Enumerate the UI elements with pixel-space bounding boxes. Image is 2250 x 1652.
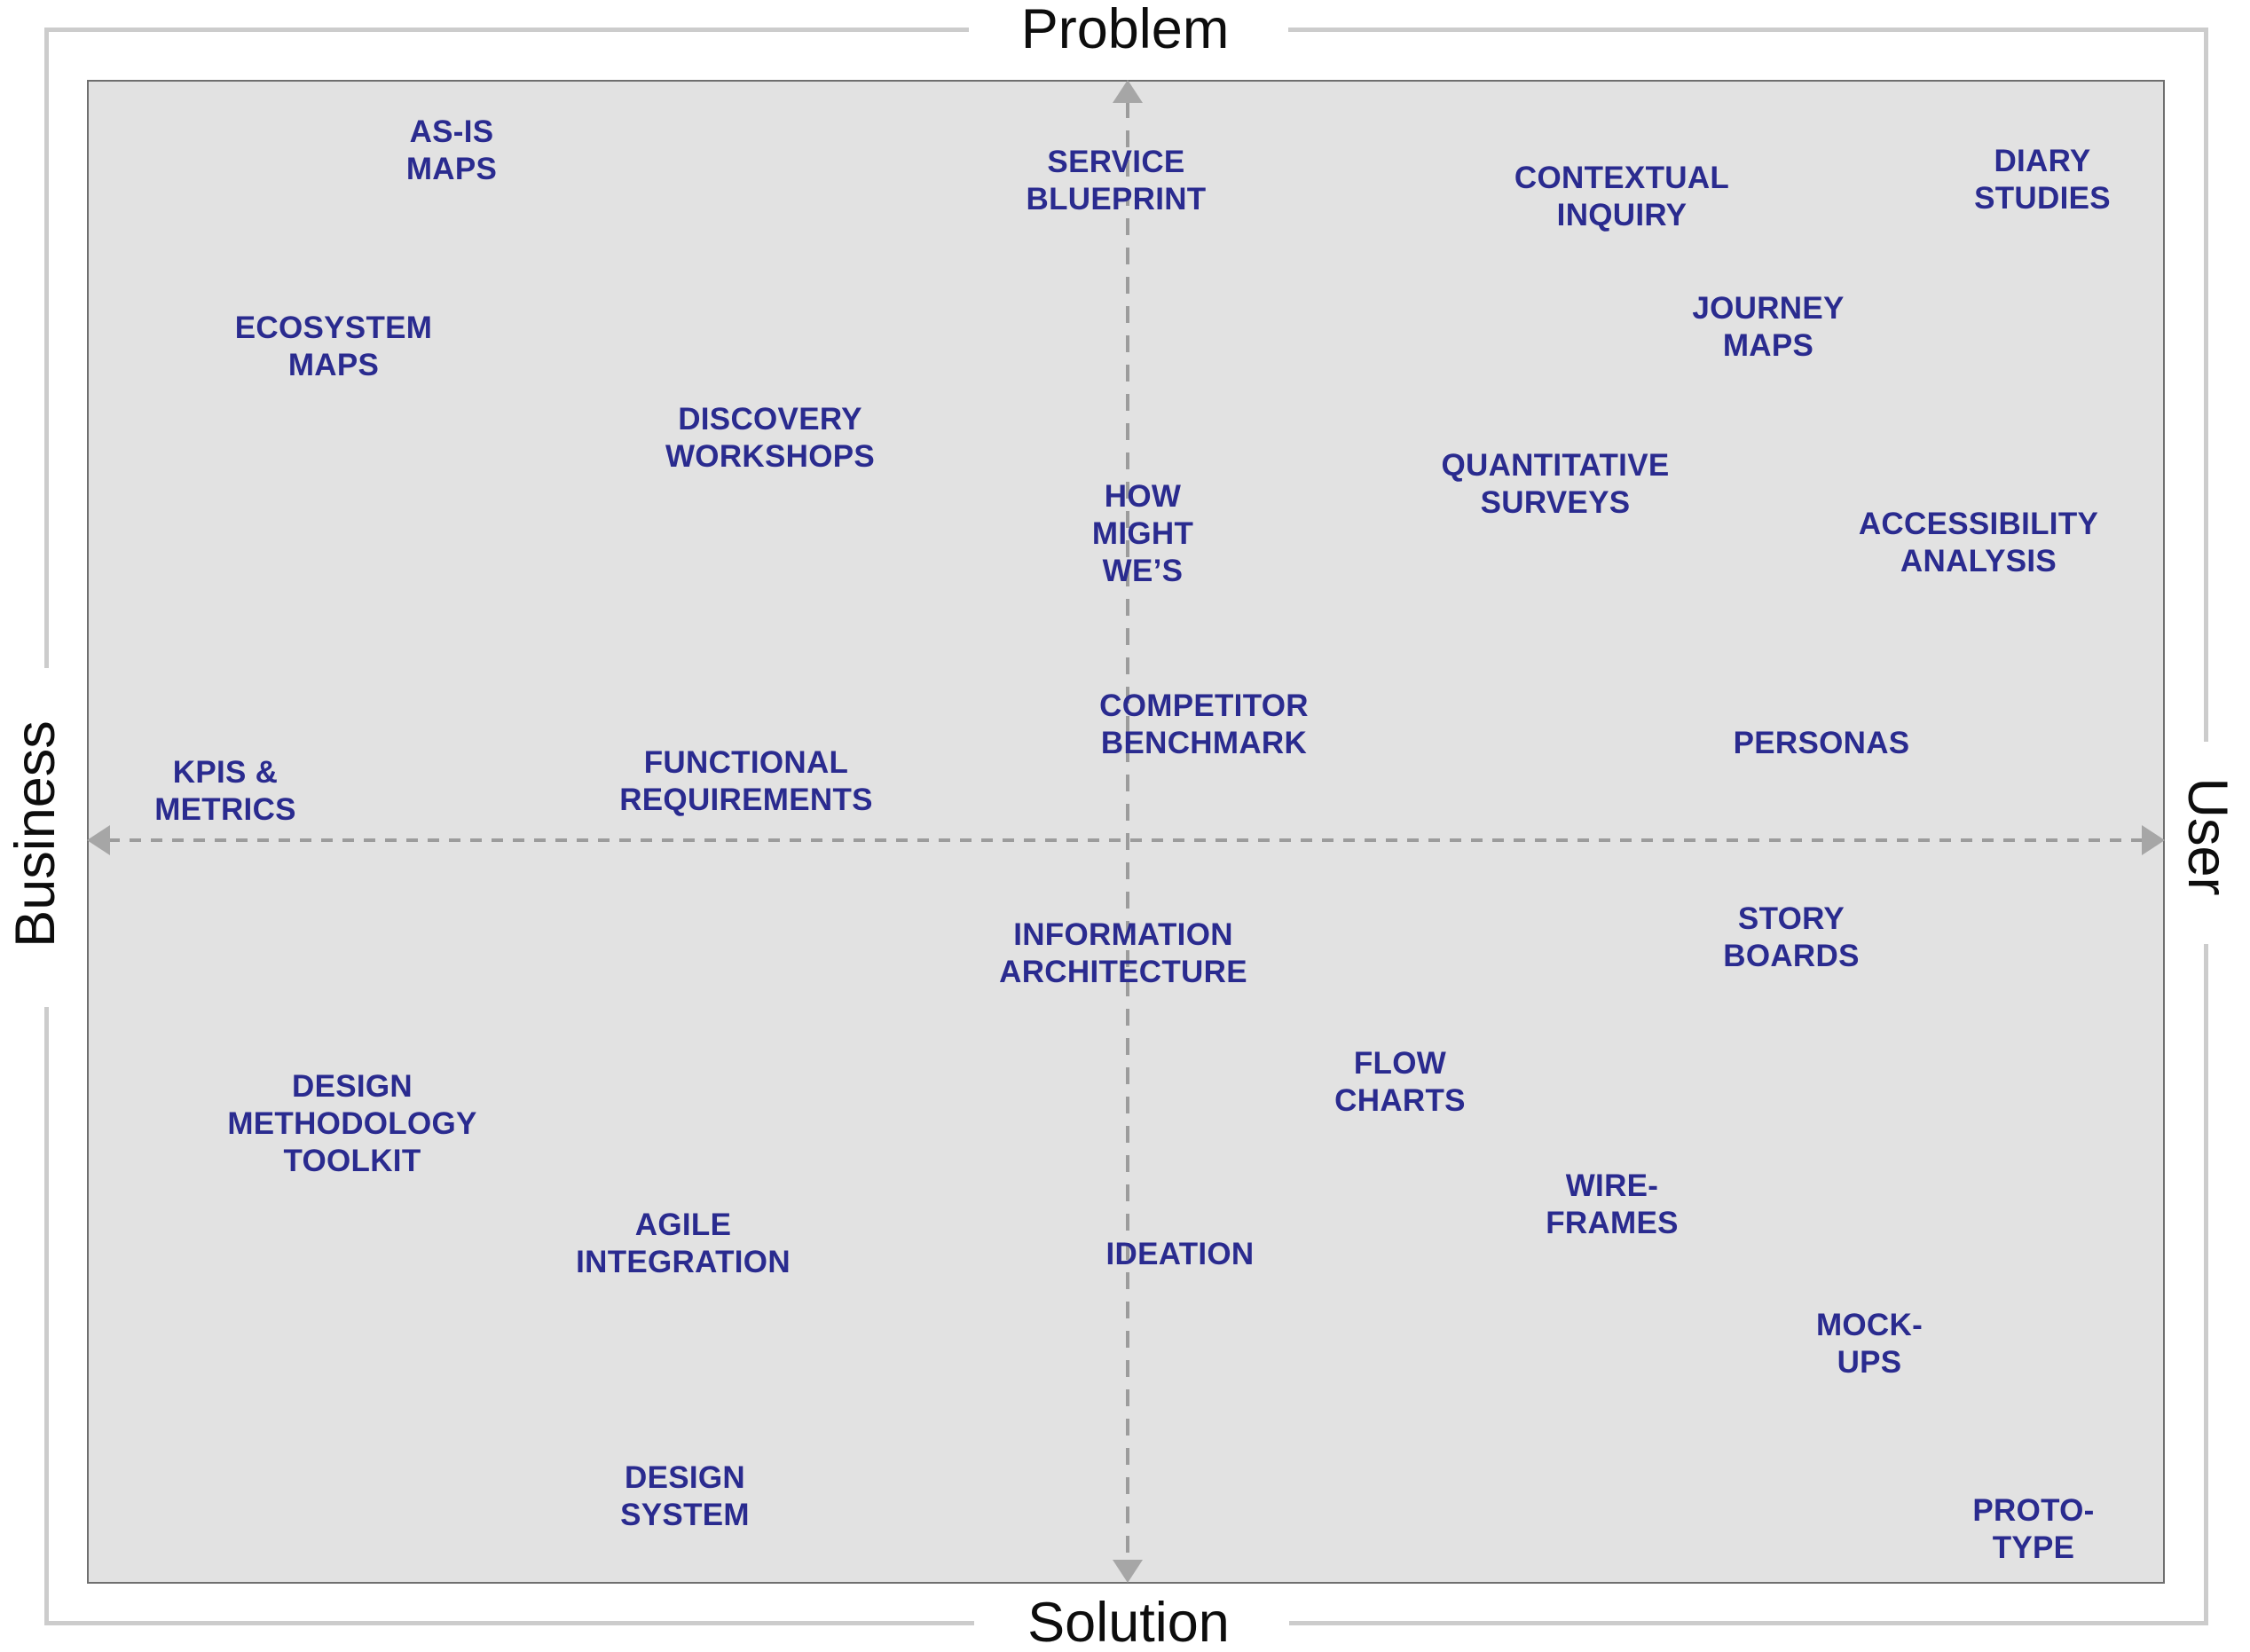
axis-title-business: Business [4, 720, 67, 948]
method-label: DISCOVERY WORKSHOPS [665, 402, 876, 474]
frame-left-top-segment [44, 28, 49, 668]
method-label: ECOSYSTEM MAPS [234, 311, 433, 382]
arrowhead-down-icon [1113, 1560, 1143, 1583]
method-label: WIRE- FRAMES [1546, 1168, 1679, 1240]
method-label: PROTO- TYPE [1972, 1493, 2095, 1565]
method-label: JOURNEY MAPS [1692, 291, 1845, 363]
horizontal-axis-line [108, 838, 2144, 842]
method-label: KPIS & METRICS [154, 755, 296, 827]
method-label: IDEATION [1105, 1237, 1255, 1271]
frame-left-bottom-segment [44, 1007, 49, 1625]
frame-top-right-segment [1288, 28, 2208, 32]
arrowhead-right-icon [2142, 825, 2165, 855]
method-label: COMPETITOR BENCHMARK [1099, 688, 1309, 760]
method-label: DESIGN SYSTEM [620, 1460, 750, 1532]
frame-top-left-segment [44, 28, 969, 32]
method-label: AGILE INTEGRATION [576, 1208, 791, 1279]
method-label: HOW MIGHT WE’S [1091, 479, 1194, 588]
method-label: INFORMATION ARCHITECTURE [999, 917, 1247, 989]
arrowhead-up-icon [1113, 80, 1143, 103]
method-label: DIARY STUDIES [1974, 144, 2111, 216]
method-label: SERVICE BLUEPRINT [1026, 145, 1207, 216]
axis-title-solution: Solution [1027, 1592, 1230, 1652]
vertical-axis-line [1126, 101, 1129, 1562]
method-label: PERSONAS [1733, 726, 1910, 760]
method-label: QUANTITATIVE SURVEYS [1441, 448, 1670, 520]
method-label: MOCK- UPS [1815, 1308, 1924, 1380]
arrowhead-left-icon [87, 825, 110, 855]
method-label: CONTEXTUAL INQUIRY [1514, 161, 1730, 232]
method-label: DESIGN METHODOLOGY TOOLKIT [227, 1069, 477, 1178]
frame-right-bottom-segment [2204, 944, 2208, 1625]
method-label: FLOW CHARTS [1334, 1046, 1466, 1118]
axis-title-user: User [2176, 777, 2238, 896]
method-label: FUNCTIONAL REQUIREMENTS [619, 745, 873, 817]
frame-bottom-right-segment [1289, 1621, 2208, 1625]
method-label: ACCESSIBILITY ANALYSIS [1858, 507, 2099, 578]
axis-title-problem: Problem [1020, 0, 1230, 60]
method-label: AS-IS MAPS [405, 114, 498, 186]
frame-bottom-left-segment [44, 1621, 974, 1625]
frame-right-top-segment [2204, 28, 2208, 742]
method-label: STORY BOARDS [1723, 901, 1860, 973]
